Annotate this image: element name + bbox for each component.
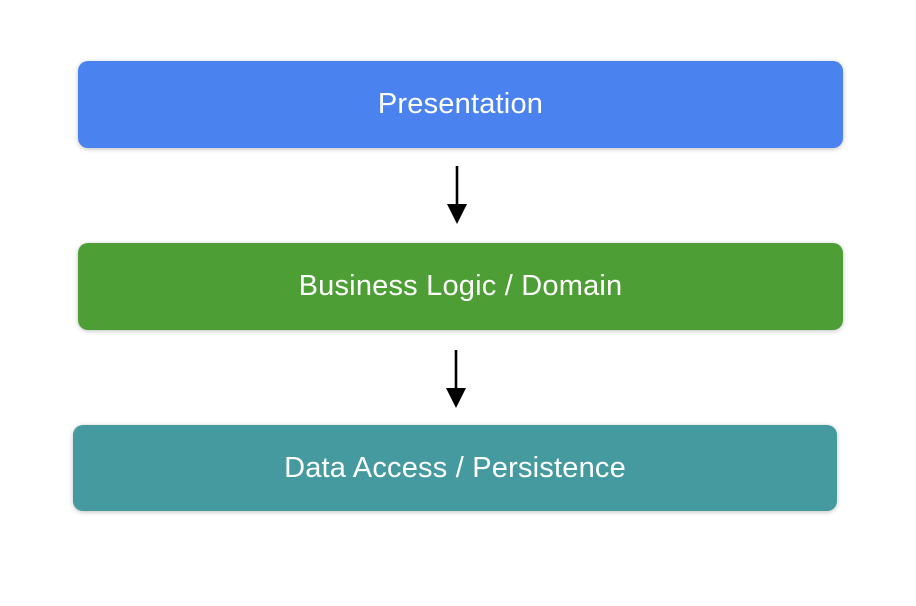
down-arrow-icon <box>446 350 466 408</box>
down-arrow-icon <box>447 166 467 224</box>
layer-box-data-access: Data Access / Persistence <box>73 425 837 511</box>
layer-box-presentation: Presentation <box>78 61 843 148</box>
layer-label-business-logic: Business Logic / Domain <box>298 270 623 302</box>
layer-box-business-logic: Business Logic / Domain <box>78 243 843 330</box>
layer-label-data-access: Data Access / Persistence <box>284 451 626 484</box>
layer-label-presentation: Presentation <box>377 88 544 120</box>
